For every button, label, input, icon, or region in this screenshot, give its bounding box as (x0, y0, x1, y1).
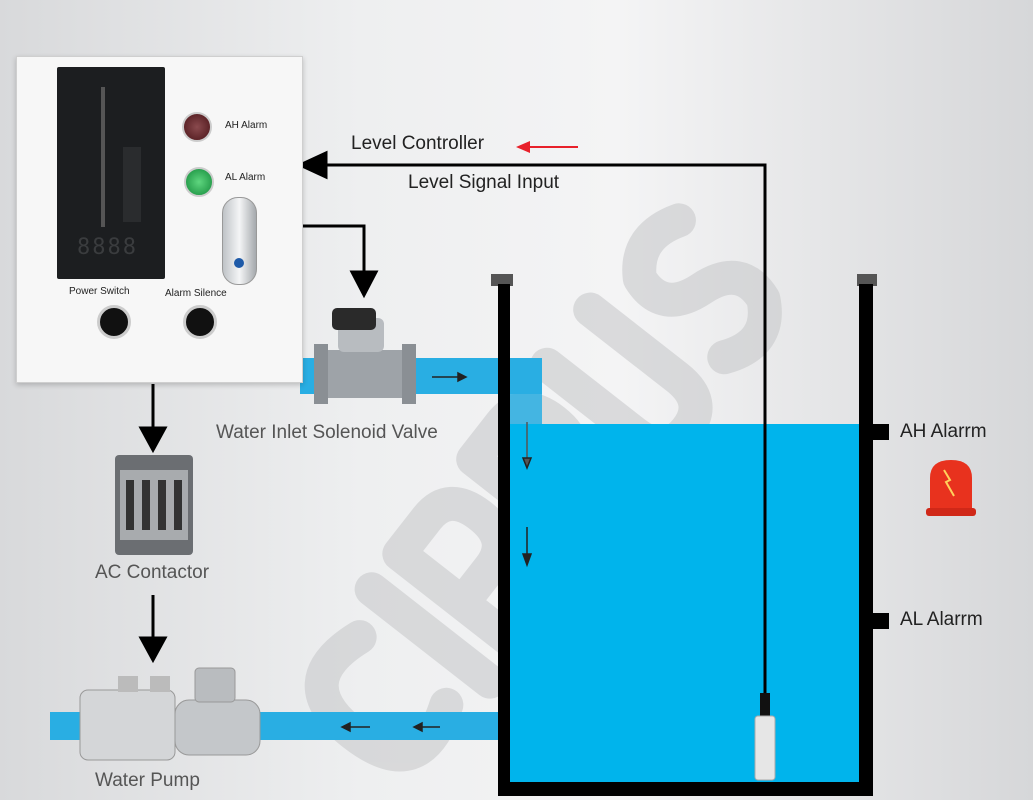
tank-al-alarm-label: AL Alarrm (900, 609, 983, 630)
level-signal-input-label: Level Signal Input (408, 172, 560, 193)
level-signal-line (296, 150, 767, 693)
signal-direction-arrow (516, 141, 578, 153)
controller-display: 8888 (57, 67, 165, 279)
ac-contactor (115, 455, 193, 555)
solenoid-valve (314, 308, 416, 404)
power-switch-label: Power Switch (69, 286, 130, 297)
al-alarm-lamp (184, 167, 214, 197)
ac-contactor-label: AC Contactor (95, 562, 210, 583)
power-switch-knob[interactable] (97, 305, 131, 339)
inlet-pipe-down (510, 358, 542, 424)
tank-water (510, 424, 859, 782)
al-level-marker (873, 613, 889, 629)
ah-alarm-lamp (182, 112, 212, 142)
flow-arrows (340, 371, 533, 733)
ah-level-marker (873, 424, 889, 440)
controller-keys[interactable] (123, 147, 141, 222)
alarm-silence-knob[interactable] (183, 305, 217, 339)
water-pump-label: Water Pump (95, 770, 200, 791)
level-controller-panel: 8888 AH Alarm AL Alarm Power Switch Alar… (16, 56, 303, 383)
tank (491, 274, 889, 796)
level-controller-label: Level Controller (351, 133, 485, 154)
alarm-beacon (926, 460, 976, 516)
lock-icon (234, 258, 244, 268)
al-alarm-label: AL Alarm (225, 172, 266, 183)
water-pump (79, 667, 261, 761)
alarm-silence-label: Alarm Silence (165, 288, 227, 299)
door-handle[interactable] (222, 197, 257, 285)
ah-alarm-label: AH Alarm (225, 120, 268, 131)
display-digits: 8888 (77, 235, 138, 260)
solenoid-valve-label: Water Inlet Solenoid Valve (216, 422, 438, 443)
level-probe (754, 693, 776, 781)
control-lines (138, 224, 379, 664)
tank-ah-alarm-label: AH Alarrm (900, 421, 987, 442)
bargraph (101, 87, 105, 227)
